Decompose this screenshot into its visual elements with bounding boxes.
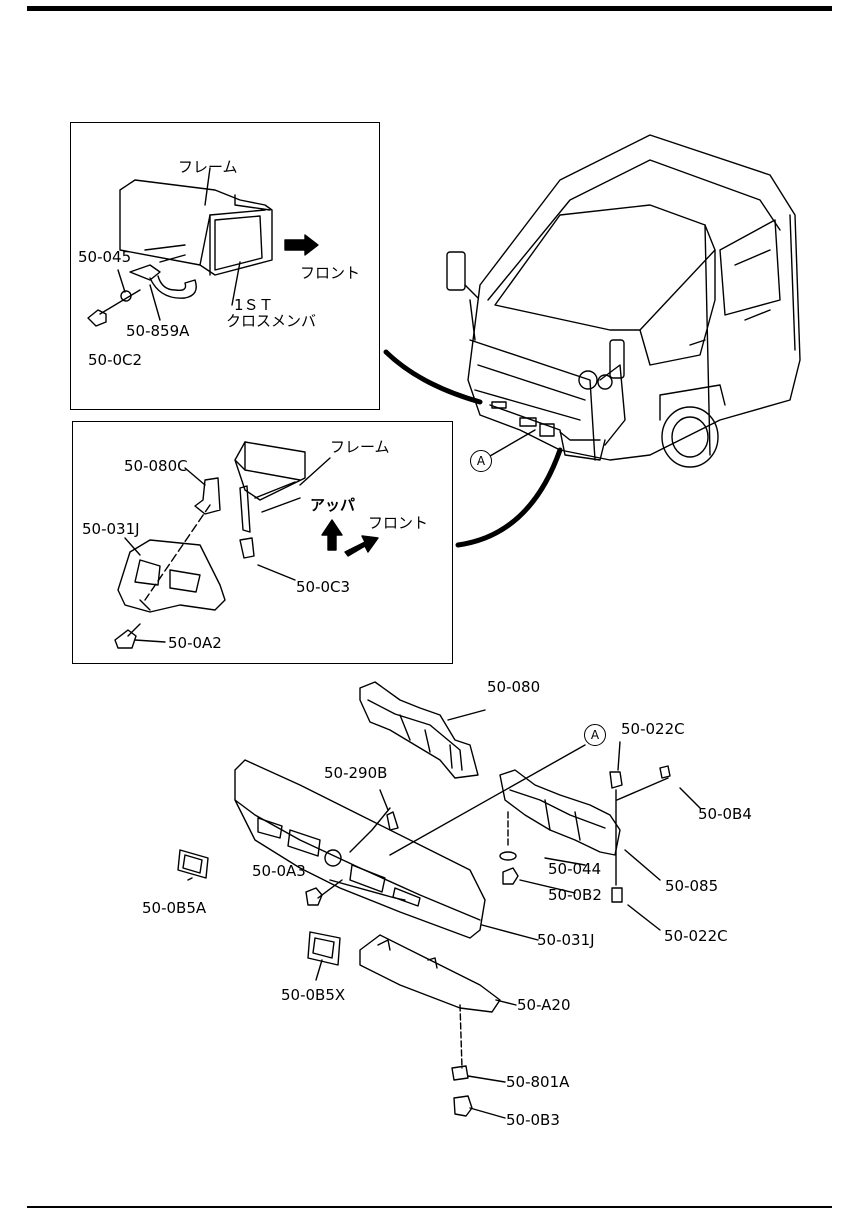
arrow-to-inset-middle [455,447,563,548]
inset-top-drawing [87,167,319,327]
bottom-rule [27,1206,832,1208]
part-label: 50-080 [487,678,541,696]
inset-middle-frame [72,421,453,664]
part-label: 50-0B5X [281,986,346,1004]
part-label: 50-0A2 [168,634,222,652]
main-drawing [177,681,701,1119]
inset-top-crossmember-line1: 1ＳＴ [234,296,274,314]
inset-top-crossmember-line2: クロスメンバ [226,312,317,330]
part-label: 50-0B5A [142,899,207,917]
truck-illustration [446,134,801,468]
callout-a: A [584,724,606,746]
inset-middle-frame-label: フレーム [330,438,390,456]
part-label: 50-859A [126,322,190,340]
part-label: 50-080C [124,457,188,475]
part-label: 50-022C [621,720,685,738]
part-label: 50-031J [537,931,595,949]
top-rule [27,6,832,11]
inset-middle-drawing [114,441,379,649]
part-label: 50-0B4 [698,805,752,823]
part-label: 50-290B [324,764,388,782]
part-label: 50-044 [548,860,602,878]
inset-top-front-label: フロント [300,264,361,282]
inset-top-frame-label: フレーム [178,158,238,176]
part-label: 50-045 [78,248,132,266]
callout-a-leader [489,429,536,457]
part-label: 50-0A3 [252,862,306,880]
part-label: 50-801A [506,1073,570,1091]
inset-top-frame [70,122,380,410]
part-label: 50-0C3 [296,578,351,596]
inset-middle-upper-label: アッパ [310,496,356,514]
part-label: 50-0B2 [548,886,602,904]
callout-a: A [470,450,492,472]
arrow-to-inset-top [383,349,483,405]
part-label: 50-A20 [517,996,571,1014]
part-label: 50-085 [665,877,719,895]
part-label: 50-022C [664,927,728,945]
part-label: 50-031J [82,520,140,538]
inset-middle-front-label: フロント [368,514,429,532]
part-label: 50-0C2 [88,351,143,369]
part-label: 50-0B3 [506,1111,560,1129]
